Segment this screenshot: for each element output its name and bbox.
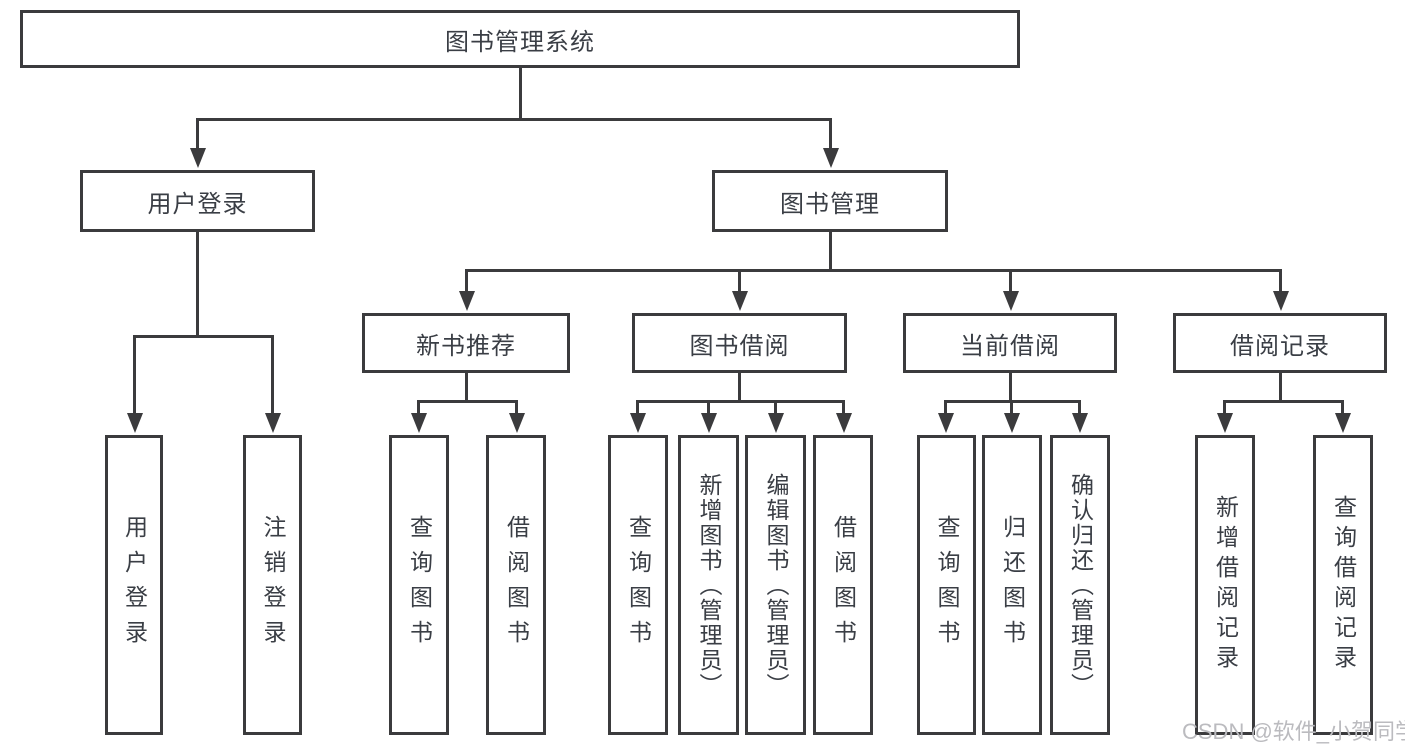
leaf-query-books-3: 查询图书 — [917, 435, 976, 735]
connector-borrow-records-horizontal — [1223, 400, 1344, 403]
leaf-logout: 注销登录 — [243, 435, 302, 735]
connector-book-borrow-stem — [738, 373, 741, 403]
csdn-watermark: CSDN @软件_小贺同学 — [1182, 719, 1405, 744]
leaf-return-books: 归还图书 — [982, 435, 1042, 735]
node-new-book-recommend: 新书推荐 — [362, 313, 570, 373]
node-label: 当前借阅 — [960, 332, 1060, 360]
leaf-add-borrow-record: 新增借阅记录 — [1195, 435, 1255, 735]
leaf-query-books-2: 查询图书 — [608, 435, 668, 735]
node-label: 借阅记录 — [1230, 332, 1330, 360]
leaf-borrow-books-1: 借阅图书 — [486, 435, 546, 735]
connector-borrow-records-stem — [1279, 373, 1282, 403]
arrow-to-new-book-recommend — [465, 269, 468, 291]
node-label: 编辑图书（管理员） — [763, 472, 789, 698]
arrow-to-current-borrow — [1009, 269, 1012, 291]
arrow-to-user-login-module — [196, 118, 199, 148]
node-book-borrow: 图书借阅 — [632, 313, 847, 373]
node-current-borrow: 当前借阅 — [903, 313, 1117, 373]
connector-current-borrow-stem — [1009, 373, 1012, 403]
arrow-to-leaf-logout — [271, 335, 274, 413]
arrow-to-leaf-edit-books — [774, 400, 777, 413]
connector-user-login-horizontal — [133, 335, 274, 338]
arrow-to-leaf-query-books-2 — [636, 400, 639, 413]
connector-new-book-stem — [465, 373, 468, 403]
connector-root-stem — [519, 66, 522, 120]
connector-root-horizontal — [196, 118, 832, 121]
connector-new-book-horizontal — [417, 400, 518, 403]
arrow-to-leaf-return-books — [1010, 400, 1013, 413]
node-label: 查询图书 — [625, 515, 652, 655]
node-user-login-module: 用户登录 — [80, 170, 315, 232]
leaf-borrow-books-2: 借阅图书 — [813, 435, 873, 735]
leaf-query-books-1: 查询图书 — [389, 435, 449, 735]
connector-book-management-stem — [829, 232, 832, 272]
node-book-management-module: 图书管理 — [712, 170, 948, 232]
connector-book-borrow-horizontal — [636, 400, 845, 403]
arrow-to-leaf-add-borrow-record — [1223, 400, 1226, 413]
leaf-confirm-return-admin: 确认归还（管理员） — [1050, 435, 1110, 735]
node-label: 图书管理系统 — [445, 28, 595, 56]
leaf-query-borrow-record: 查询借阅记录 — [1313, 435, 1373, 735]
connector-book-management-horizontal — [465, 269, 1282, 272]
connector-user-login-stem — [196, 232, 199, 337]
node-label: 用户登录 — [147, 190, 248, 218]
arrow-to-leaf-borrow-books-2 — [842, 400, 845, 413]
node-label: 新增借阅记录 — [1212, 495, 1239, 675]
node-label: 用户登录 — [121, 515, 148, 655]
node-label: 借阅图书 — [830, 515, 857, 655]
node-label: 确认归还（管理员） — [1067, 472, 1094, 698]
arrow-to-book-management-module — [829, 118, 832, 148]
node-label: 查询图书 — [934, 515, 960, 655]
leaf-user-login: 用户登录 — [105, 435, 163, 735]
node-label: 查询图书 — [406, 515, 433, 655]
arrow-to-leaf-query-books-3 — [944, 400, 947, 413]
leaf-add-books-admin: 新增图书（管理员） — [678, 435, 739, 735]
node-root-system: 图书管理系统 — [20, 10, 1020, 68]
node-borrow-records: 借阅记录 — [1173, 313, 1387, 373]
arrow-to-borrow-records — [1279, 269, 1282, 291]
node-label: 图书管理 — [780, 190, 880, 218]
arrow-to-leaf-borrow-books-1 — [515, 400, 518, 413]
node-label: 归还图书 — [999, 515, 1026, 655]
arrow-to-leaf-user-login — [133, 335, 136, 413]
node-label: 新书推荐 — [416, 332, 516, 360]
arrow-to-book-borrow — [738, 269, 741, 291]
node-label: 新增图书（管理员） — [696, 472, 722, 698]
arrow-to-leaf-confirm-return — [1078, 400, 1081, 413]
node-label: 借阅图书 — [503, 515, 530, 655]
leaf-edit-books-admin: 编辑图书（管理员） — [745, 435, 806, 735]
node-label: 注销登录 — [260, 515, 286, 655]
node-label: 查询借阅记录 — [1330, 495, 1357, 675]
arrow-to-leaf-query-books-1 — [417, 400, 420, 413]
arrow-to-leaf-query-borrow-record — [1341, 400, 1344, 413]
arrow-to-leaf-add-books — [707, 400, 710, 413]
node-label: 图书借阅 — [689, 332, 790, 360]
